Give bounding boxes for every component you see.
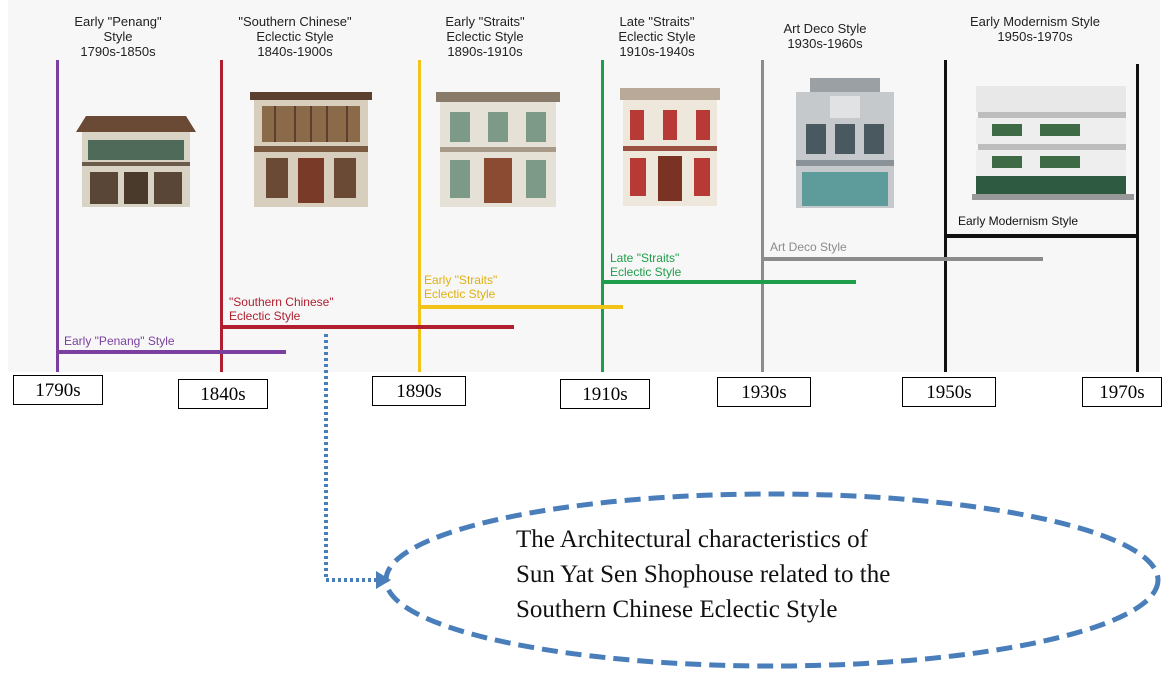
shophouse-art-deco-icon <box>796 78 894 208</box>
shophouse-southern-chinese-icon <box>250 92 372 207</box>
bar-label-art-deco: Art Deco Style <box>770 240 847 254</box>
timeline-line-early-straits <box>418 60 421 372</box>
year-label-1840s: 1840s <box>178 379 268 409</box>
duration-bar-southern-chinese <box>220 325 514 329</box>
timeline-line-end <box>1136 64 1139 372</box>
callout-connector <box>324 334 378 582</box>
bar-label-early-straits: Early "Straits" Eclectic Style <box>424 273 498 301</box>
year-label-1970s: 1970s <box>1082 377 1162 407</box>
shophouse-early-straits-icon <box>436 92 560 207</box>
shophouse-penang-icon <box>76 116 196 207</box>
bar-label-southern-chinese: "Southern Chinese" Eclectic Style <box>229 295 334 323</box>
timeline-line-early-modernism <box>944 60 947 372</box>
shophouse-late-straits-icon <box>620 88 720 206</box>
callout-text: The Architectural characteristics of Sun… <box>516 526 891 623</box>
style-title-southern-chinese: "Southern Chinese" Eclectic Style 1840s-… <box>238 14 352 59</box>
duration-bar-art-deco <box>761 257 1043 261</box>
duration-bar-early-modernism <box>944 234 1136 238</box>
timeline-line-late-straits <box>601 60 604 372</box>
year-label-1950s: 1950s <box>902 377 996 407</box>
duration-bar-late-straits <box>601 280 856 284</box>
style-title-art-deco: Art Deco Style 1930s-1960s <box>783 21 867 51</box>
duration-bar-early-straits <box>418 305 623 309</box>
shophouse-early-modernism-icon <box>972 86 1134 200</box>
duration-bar-penang <box>56 350 286 354</box>
timeline-line-penang <box>56 60 59 372</box>
year-label-1930s: 1930s <box>717 377 811 407</box>
timeline-panel <box>8 0 1160 372</box>
callout-ellipse <box>383 491 1161 669</box>
style-title-early-straits: Early "Straits" Eclectic Style 1890s-191… <box>445 14 525 59</box>
year-label-1910s: 1910s <box>560 379 650 409</box>
style-title-early-modernism: Early Modernism Style 1950s-1970s <box>969 14 1101 44</box>
style-title-penang: Early "Penang" Style 1790s-1850s <box>74 14 162 59</box>
timeline-line-southern-chinese <box>220 60 223 372</box>
year-label-1790s: 1790s <box>13 375 103 405</box>
bar-label-penang: Early "Penang" Style <box>64 334 175 348</box>
bar-label-early-modernism: Early Modernism Style <box>958 214 1079 228</box>
style-title-late-straits: Late "Straits" Eclectic Style 1910s-1940… <box>618 14 696 59</box>
bar-label-late-straits: Late "Straits" Eclectic Style <box>610 251 682 279</box>
year-label-1890s: 1890s <box>372 376 466 406</box>
timeline-line-art-deco <box>761 60 764 372</box>
